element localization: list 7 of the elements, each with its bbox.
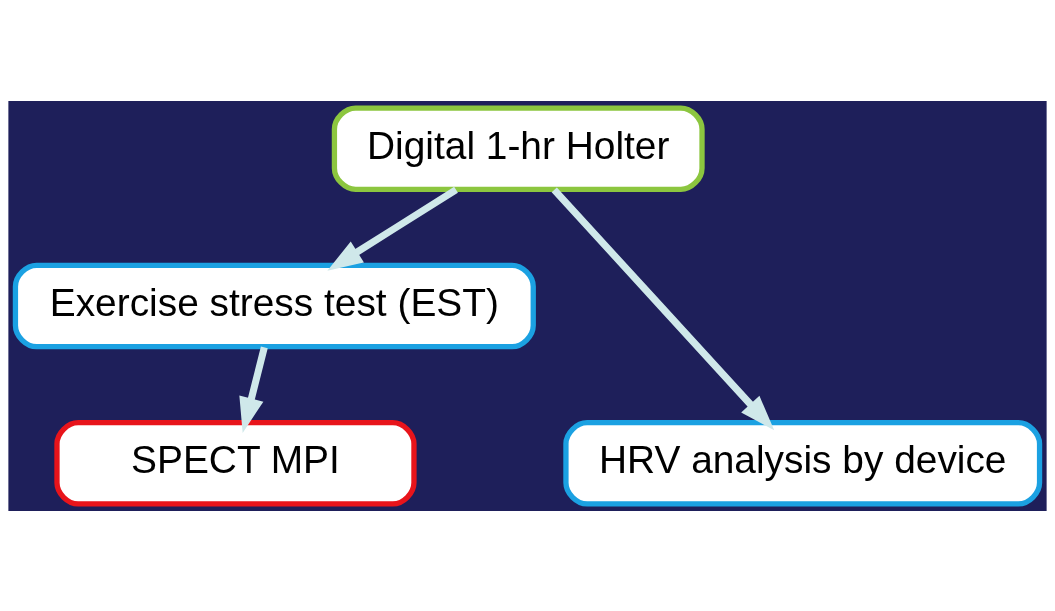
node-box: SPECT MPI: [54, 419, 417, 507]
arrow: [239, 346, 268, 433]
node-box: Exercise stress test (EST): [12, 262, 536, 349]
node-box: HRV analysis by device: [563, 419, 1043, 507]
arrow: [551, 187, 775, 430]
node-box: Digital 1-hr Holter: [331, 104, 705, 192]
arrow: [327, 186, 458, 271]
